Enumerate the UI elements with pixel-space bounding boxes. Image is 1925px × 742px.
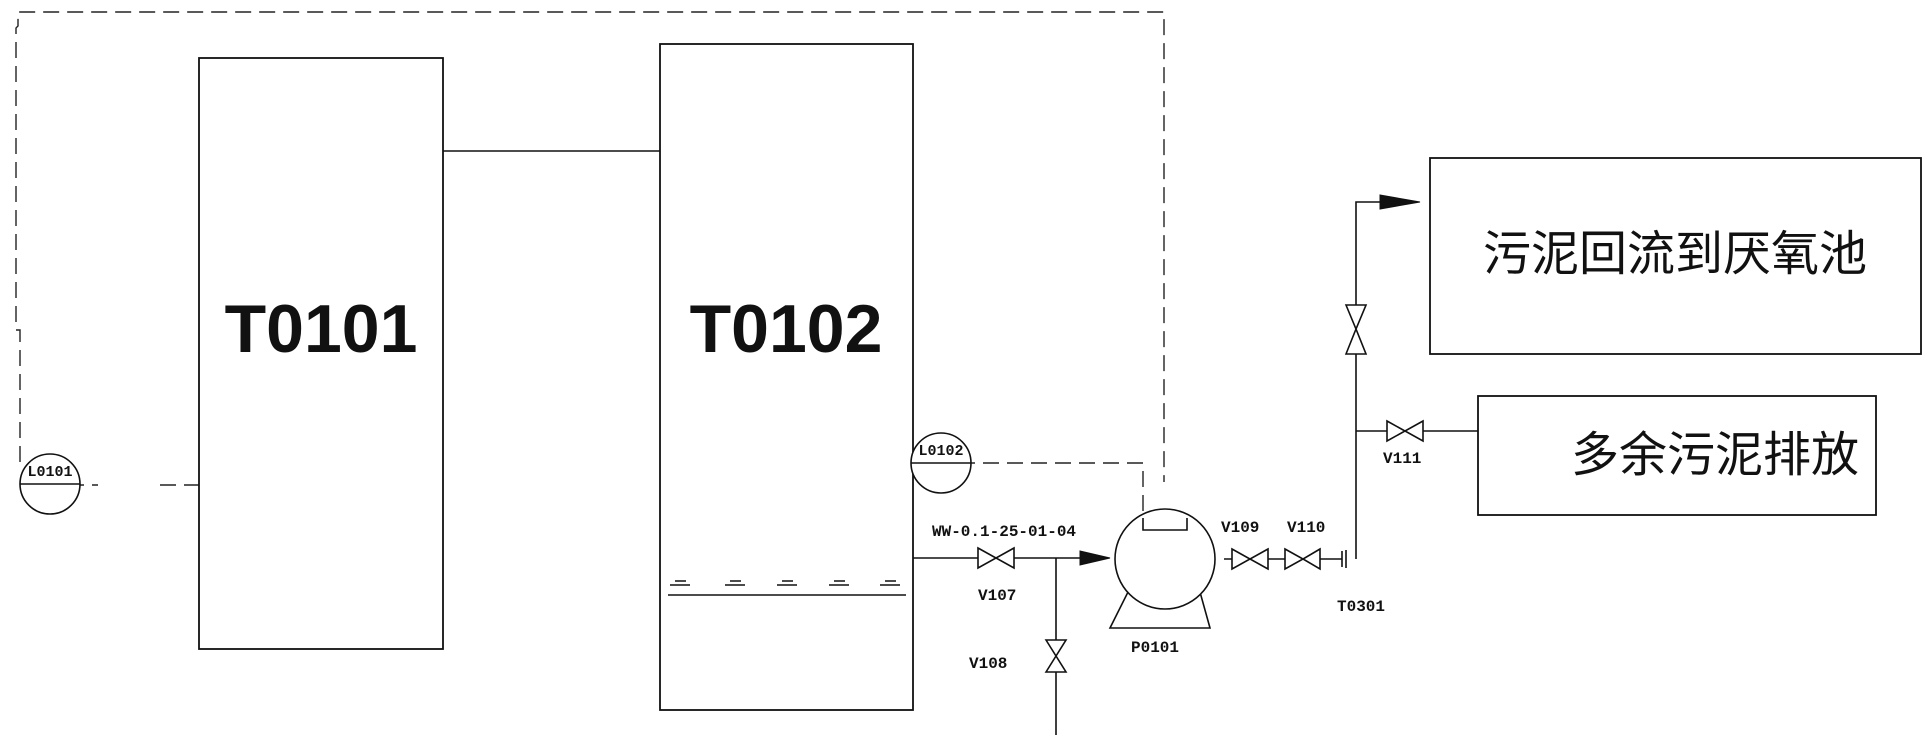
line-and-valve-labels: WW-0.1-25-01-04 V107 V108 V109 V110 V111… bbox=[932, 450, 1421, 673]
valve-v107-label: V107 bbox=[978, 587, 1016, 605]
signal-lines bbox=[15, 11, 1165, 518]
tank-t0101-label: T0101 bbox=[225, 291, 418, 367]
suction-flow-arrow bbox=[1079, 550, 1111, 566]
excess-discharge-label: 多余污泥排放 bbox=[1571, 427, 1859, 483]
valve-v108-label: V108 bbox=[969, 655, 1007, 673]
tee-t0301-label: T0301 bbox=[1337, 598, 1385, 616]
valve-return-line bbox=[1344, 304, 1368, 355]
valve-v110-label: V110 bbox=[1287, 519, 1325, 537]
tank-t0102 bbox=[659, 43, 914, 711]
tank-t0101 bbox=[198, 57, 444, 650]
pump-p0101-label: P0101 bbox=[1131, 639, 1179, 657]
signal-line-l0101-to-pump bbox=[15, 11, 1165, 482]
return-flow-arrow bbox=[1379, 194, 1421, 210]
return-to-anaerobic-box bbox=[1429, 157, 1922, 355]
flow-arrows bbox=[1079, 194, 1421, 566]
valve-v111 bbox=[1386, 419, 1424, 443]
tank-t0102-label: T0102 bbox=[690, 291, 883, 367]
valve-v109 bbox=[1231, 547, 1269, 571]
return-pipe-vertical bbox=[1355, 201, 1380, 559]
water-level-indicator bbox=[668, 580, 906, 596]
valve-v111-label: V111 bbox=[1383, 450, 1421, 468]
valve-v110 bbox=[1284, 547, 1321, 571]
pipeline-line-number: WW-0.1-25-01-04 bbox=[932, 523, 1076, 541]
level-instruments: L0101 L0102 bbox=[19, 432, 972, 515]
pump-p0101: P0101 bbox=[1108, 508, 1216, 657]
valve-v108 bbox=[1044, 639, 1068, 673]
return-to-anaerobic-label: 污泥回流到厌氧池 bbox=[1483, 226, 1867, 282]
valves bbox=[977, 304, 1424, 673]
tanks: T0101 T0102 bbox=[198, 43, 914, 711]
destination-boxes: 污泥回流到厌氧池 多余污泥排放 bbox=[1429, 157, 1922, 516]
level-instrument-l0102-label: L0102 bbox=[918, 443, 963, 460]
tee-t0301-mark bbox=[1341, 550, 1347, 568]
valve-v107 bbox=[977, 546, 1015, 570]
pump-p0101 bbox=[1114, 508, 1216, 610]
level-instrument-l0101-label: L0101 bbox=[27, 464, 72, 481]
excess-discharge-box bbox=[1477, 395, 1877, 516]
signal-line-l0102-to-pump bbox=[911, 462, 1144, 518]
valve-v109-label: V109 bbox=[1221, 519, 1259, 537]
